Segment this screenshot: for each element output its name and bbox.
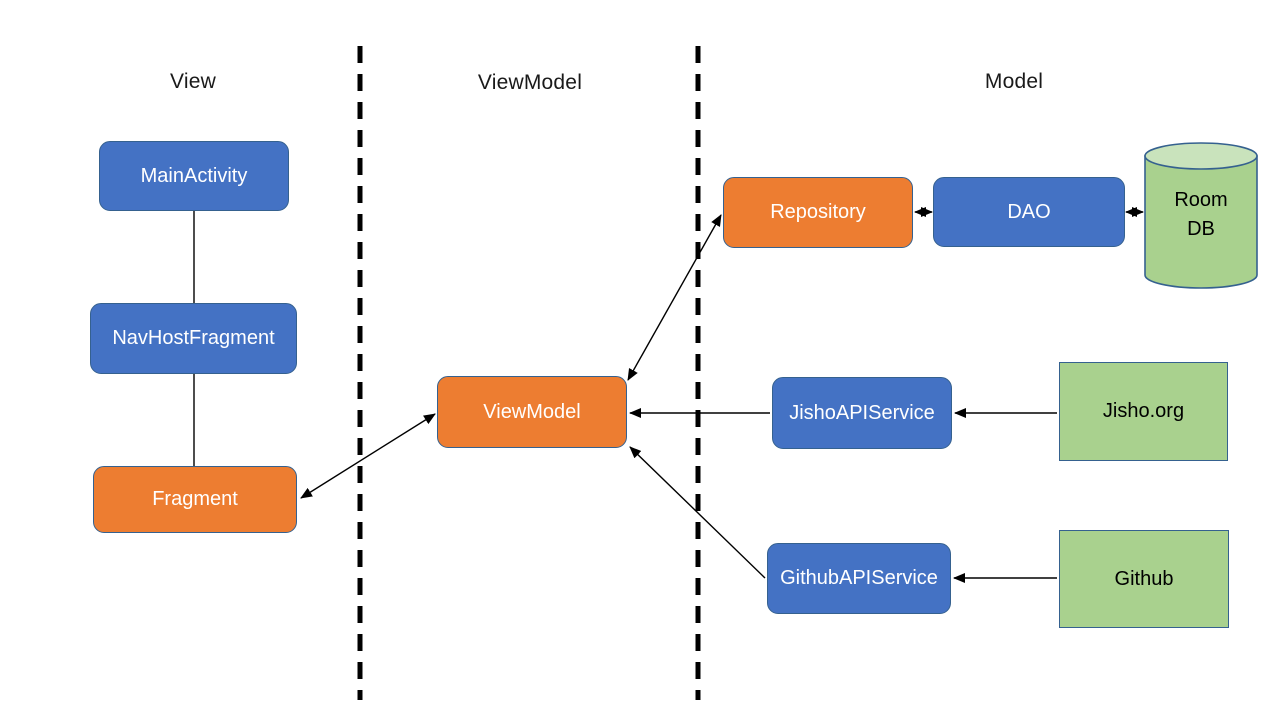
- room-db-cylinder-top: [1144, 142, 1258, 170]
- node-jisho-api-service: JishoAPIService: [772, 377, 952, 449]
- node-room-db-label: Room DB: [1174, 189, 1228, 240]
- node-dao: DAO: [933, 177, 1125, 247]
- section-label-viewmodel: ViewModel: [477, 71, 583, 94]
- node-main-activity: MainActivity: [99, 141, 289, 211]
- node-repository: Repository: [723, 177, 913, 248]
- edge-fragment-viewmodel: [300, 413, 436, 499]
- node-nav-host-fragment: NavHostFragment: [90, 303, 297, 374]
- room-db-cylinder: [1144, 155, 1258, 289]
- node-github-api-service: GithubAPIService: [767, 543, 951, 614]
- node-github: Github: [1059, 530, 1229, 628]
- section-label-view: View: [170, 70, 216, 93]
- node-view-model: ViewModel: [437, 376, 627, 448]
- edge-viewmodel-repository: [627, 214, 722, 381]
- node-jisho-org: Jisho.org: [1059, 362, 1228, 461]
- node-fragment: Fragment: [93, 466, 297, 533]
- edge-githubapiservice-viewmodel: [629, 446, 766, 579]
- section-label-model: Model: [984, 70, 1044, 93]
